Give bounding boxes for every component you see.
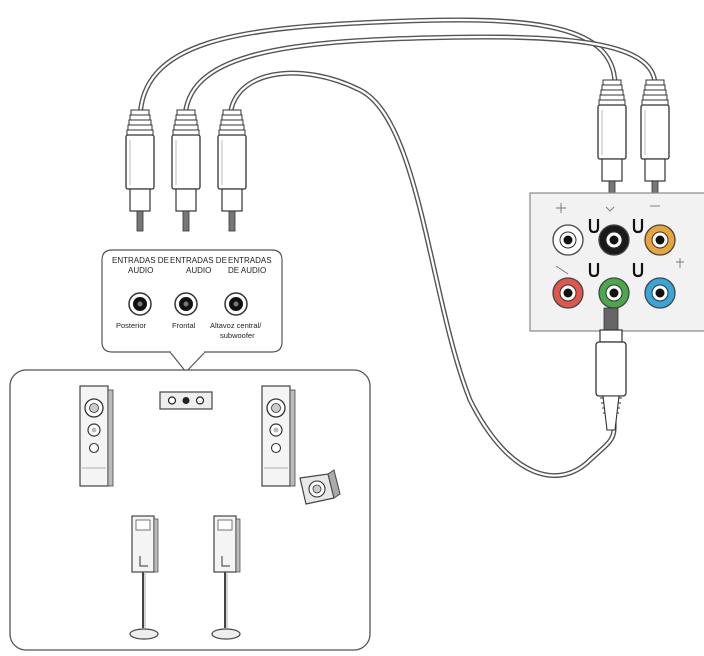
pc-jack-white xyxy=(552,224,584,256)
pc-plug-1 xyxy=(597,79,627,202)
pc-jack-black xyxy=(598,224,630,256)
front-right-speaker-icon xyxy=(261,385,296,487)
pc-jack-blue xyxy=(644,277,676,309)
jack-label-center-2: subwoofer xyxy=(220,331,255,340)
input-label-2a: ENTRADAS DE xyxy=(170,256,227,265)
pc-jack-pink xyxy=(552,277,584,309)
speaker-connector-strip xyxy=(159,391,213,410)
subwoofer-icon xyxy=(299,469,341,505)
front-left-speaker-icon xyxy=(79,385,114,487)
pc-audio-panel xyxy=(529,192,704,332)
jack-label-center-1: Altavoz central/ xyxy=(210,321,262,330)
cables xyxy=(137,17,658,478)
pc-jack-orange xyxy=(644,224,676,256)
jack-label-rear: Posterior xyxy=(116,321,147,330)
rca-plug-group-left xyxy=(125,109,247,232)
jack-label-front: Frontal xyxy=(172,321,196,330)
input-label-2b: AUDIO xyxy=(186,266,211,275)
input-label-1b: AUDIO xyxy=(128,266,153,275)
jack-front xyxy=(174,292,198,316)
rear-left-speaker-icon xyxy=(129,515,159,640)
rca-plug-front xyxy=(171,109,201,232)
jack-center-sub xyxy=(224,292,248,316)
input-label-3a: ENTRADAS xyxy=(228,256,272,265)
input-label-3b: DE AUDIO xyxy=(228,266,266,275)
pc-jack-green xyxy=(598,277,630,309)
rear-right-speaker-icon xyxy=(211,515,241,640)
rca-plug-group-pc xyxy=(597,79,670,202)
speaker-system xyxy=(9,369,371,651)
input-label-1a: ENTRADAS DE xyxy=(112,256,169,265)
pc-plug-2 xyxy=(640,79,670,202)
rca-plug-center-sub xyxy=(217,109,247,232)
rca-plug-rear xyxy=(125,109,155,232)
speaker-input-panel: ENTRADAS DE AUDIO ENTRADAS DE AUDIO ENTR… xyxy=(101,249,283,373)
pc-bottom-plug xyxy=(595,307,627,431)
jack-rear xyxy=(128,292,152,316)
